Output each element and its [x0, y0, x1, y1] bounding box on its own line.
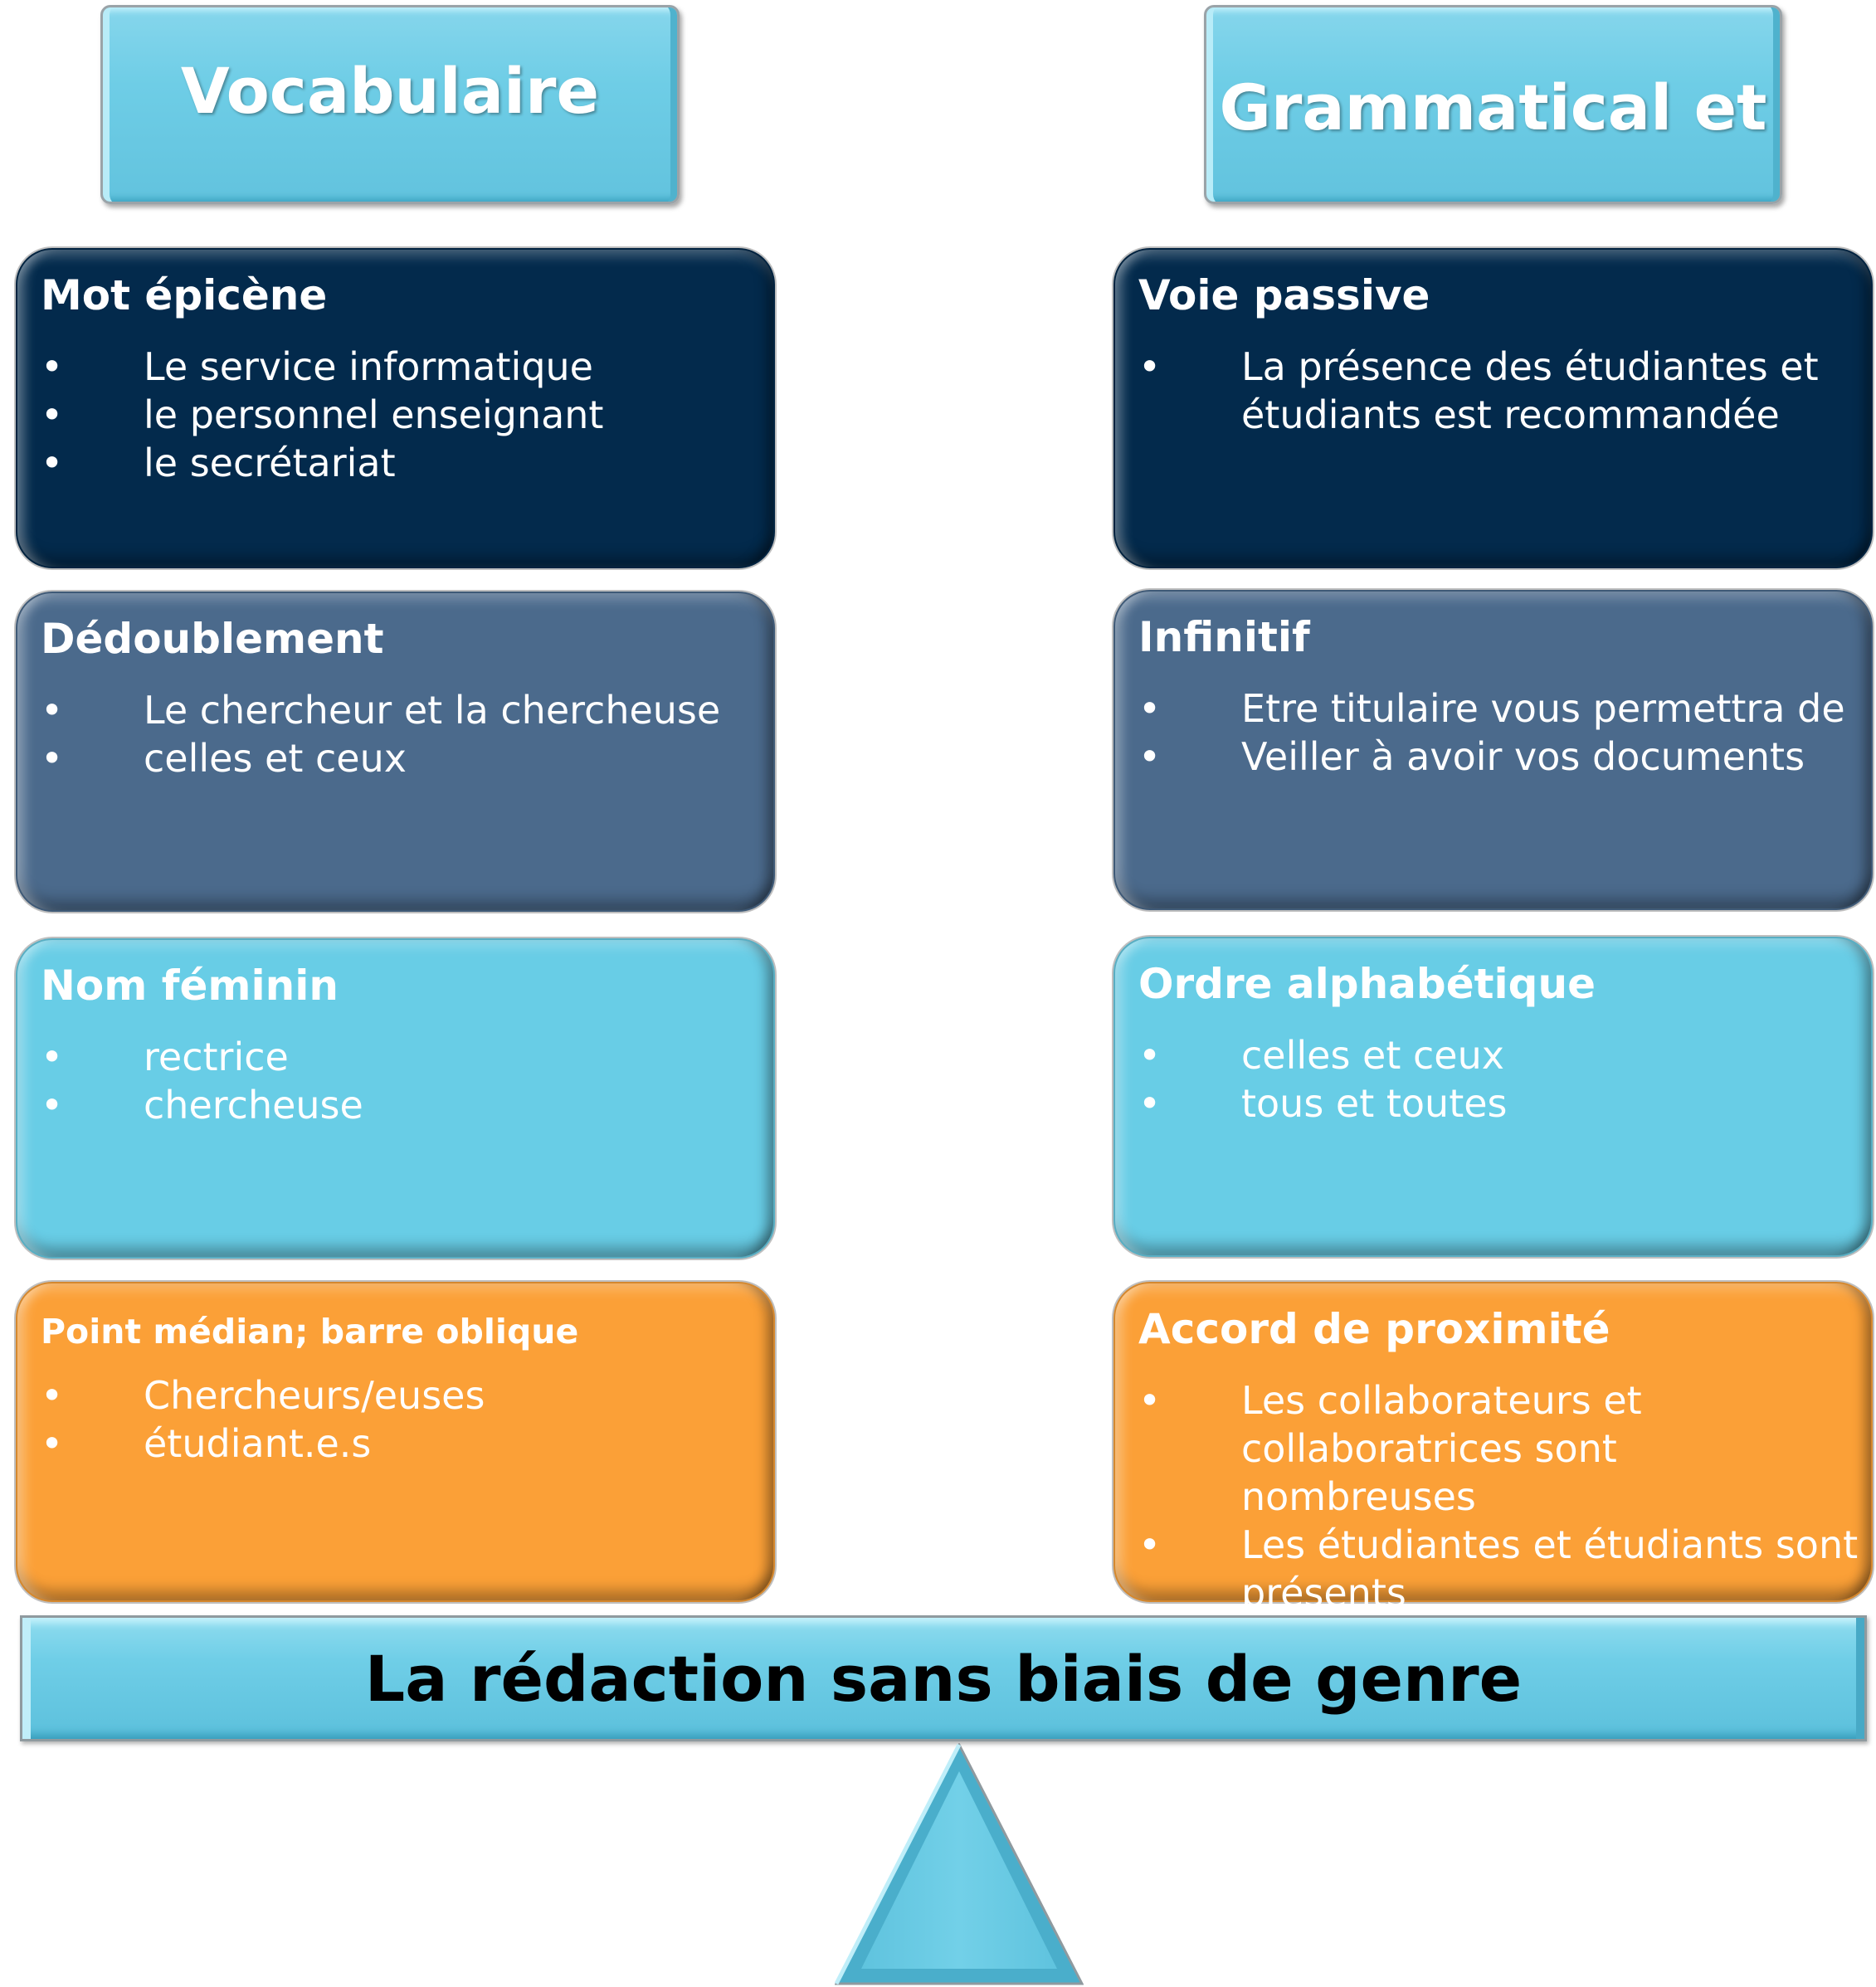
box-title: Infinitif — [1138, 613, 1310, 661]
list-item: • Le service informatique — [17, 343, 773, 391]
box-voie-passive: Voie passive • La présence des étudiantes… — [1113, 248, 1873, 568]
list-item-text: celles et ceux — [144, 736, 407, 781]
list-item: • La présence des étudiantes et étudiants… — [1115, 343, 1871, 439]
list-item-text: Veiller à avoir vos documents — [1241, 734, 1805, 779]
box-title: Voie passive — [1138, 271, 1430, 319]
list-item: • le personnel enseignant — [17, 391, 773, 439]
bullet-icon: • — [1138, 1522, 1162, 1567]
header-grammatical: Grammatical et — [1204, 5, 1782, 204]
list-item-text: Chercheurs/euses — [144, 1373, 485, 1418]
list-item: • étudiant.e.s — [17, 1420, 773, 1468]
list-item-text: le personnel enseignant — [144, 392, 604, 437]
bullet-icon: • — [41, 1035, 64, 1079]
box-ordre-alphabetique: Ordre alphabétique • celles et ceux • tous… — [1113, 937, 1873, 1257]
box-mot-epicene: Mot épicène • Le service informatique • le… — [16, 248, 775, 568]
bullet-icon: • — [1138, 734, 1162, 779]
box-dedoublement: Dédoublement • Le chercheur et la cherche… — [16, 592, 775, 912]
box-infinitif: Infinitif • Etre titulaire vous permettra… — [1113, 590, 1873, 910]
list-item: • Les collaborateurs et collaboratrices s… — [1115, 1376, 1871, 1521]
box-title: Mot épicène — [41, 271, 328, 319]
box-point-median: Point médian; barre oblique • Chercheurs/… — [16, 1282, 775, 1602]
item-list: • rectrice • chercheuse — [17, 1033, 773, 1129]
bullet-icon: • — [41, 1421, 64, 1466]
list-item: • Le chercheur et la chercheuse — [17, 686, 773, 734]
bullet-icon: • — [1138, 686, 1162, 731]
bullet-icon: • — [1138, 344, 1162, 389]
header-vocabulaire: Vocabulaire — [100, 5, 680, 204]
item-list: • Les collaborateurs et collaboratrices s… — [1115, 1376, 1871, 1617]
list-item-text: Les collaborateurs et collaboratrices so… — [1241, 1378, 1642, 1519]
list-item-text: celles et ceux — [1241, 1033, 1504, 1078]
bullet-icon: • — [41, 392, 64, 437]
item-list: • Etre titulaire vous permettra de • Veill… — [1115, 684, 1871, 781]
item-list: • Le chercheur et la chercheuse • celles e… — [17, 686, 773, 782]
balance-beam: La rédaction sans biais de genre — [20, 1615, 1867, 1741]
list-item: • Les étudiantes et étudiants sont présen… — [1115, 1521, 1871, 1617]
list-item-text: rectrice — [144, 1035, 289, 1079]
item-list: • celles et ceux • tous et toutes — [1115, 1031, 1871, 1127]
bullet-icon: • — [41, 688, 64, 733]
box-title: Dédoublement — [41, 615, 384, 663]
box-nom-feminin: Nom féminin • rectrice • chercheuse — [16, 938, 775, 1259]
list-item-text: tous et toutes — [1241, 1081, 1508, 1126]
box-accord-proximite: Accord de proximité • Les collaborateurs … — [1113, 1282, 1873, 1615]
bullet-icon: • — [41, 736, 64, 781]
box-title: Accord de proximité — [1138, 1305, 1610, 1353]
bullet-icon: • — [41, 1083, 64, 1127]
list-item: • Etre titulaire vous permettra de — [1115, 684, 1871, 733]
bullet-icon: • — [41, 344, 64, 389]
bullet-icon: • — [1138, 1081, 1162, 1126]
list-item-text: Le chercheur et la chercheuse — [144, 688, 721, 733]
fulcrum-triangle-icon — [835, 1743, 1084, 1985]
list-item-text: chercheuse — [144, 1083, 363, 1127]
item-list: • Chercheurs/euses • étudiant.e.s — [17, 1371, 773, 1468]
list-item-text: Les étudiantes et étudiants sont présent… — [1241, 1522, 1859, 1615]
list-item-text: La présence des étudiantes et étudiants … — [1241, 344, 1819, 437]
bullet-icon: • — [41, 441, 64, 485]
list-item: • Veiller à avoir vos documents — [1115, 733, 1871, 781]
list-item: • Chercheurs/euses — [17, 1371, 773, 1420]
list-item: • chercheuse — [17, 1081, 773, 1129]
header-vocabulaire-label: Vocabulaire — [180, 54, 600, 128]
box-title: Ordre alphabétique — [1138, 960, 1596, 1008]
list-item: • celles et ceux — [17, 734, 773, 782]
box-title: Point médian; barre oblique — [41, 1312, 579, 1351]
list-item: • celles et ceux — [1115, 1031, 1871, 1079]
bullet-icon: • — [1138, 1033, 1162, 1078]
list-item: • tous et toutes — [1115, 1079, 1871, 1127]
list-item-text: Le service informatique — [144, 344, 593, 389]
list-item-text: le secrétariat — [144, 441, 396, 485]
list-item: • rectrice — [17, 1033, 773, 1081]
beam-label: La rédaction sans biais de genre — [364, 1641, 1523, 1716]
item-list: • La présence des étudiantes et étudiants… — [1115, 343, 1871, 439]
list-item-text: étudiant.e.s — [144, 1421, 372, 1466]
list-item: • le secrétariat — [17, 439, 773, 487]
bullet-icon: • — [41, 1373, 64, 1418]
box-title: Nom féminin — [41, 962, 339, 1010]
item-list: • Le service informatique • le personnel e… — [17, 343, 773, 487]
bullet-icon: • — [1138, 1378, 1162, 1423]
list-item-text: Etre titulaire vous permettra de — [1241, 686, 1845, 731]
header-grammatical-label: Grammatical et — [1219, 71, 1767, 144]
